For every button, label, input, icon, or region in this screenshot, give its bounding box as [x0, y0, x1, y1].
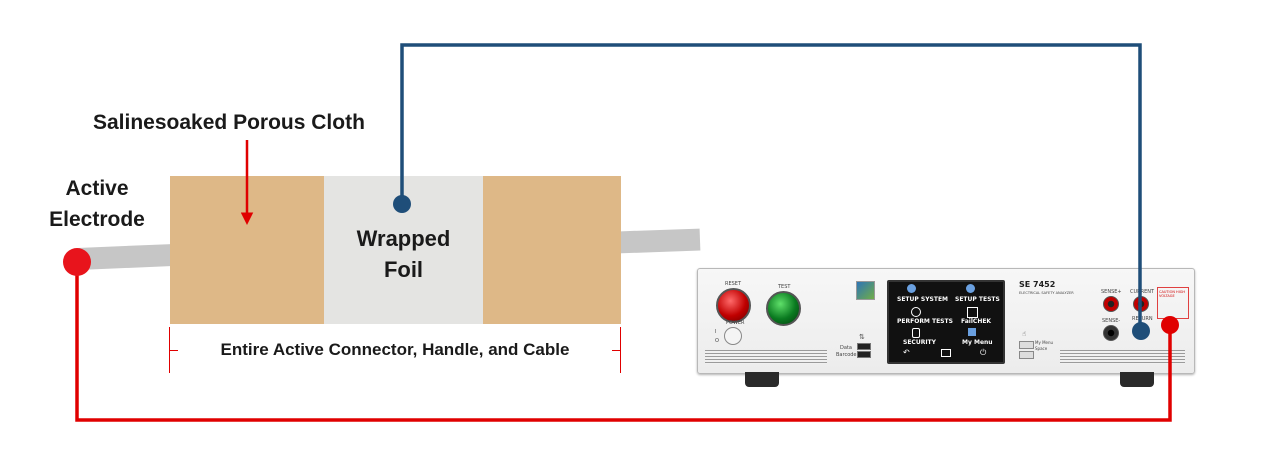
- electrode-label-line1: Active: [65, 177, 129, 200]
- screen-back-icon[interactable]: ↶: [903, 348, 910, 357]
- screen-icon-setup-tests: [966, 284, 975, 293]
- menu-key-2[interactable]: [1019, 351, 1034, 359]
- screen-power-icon[interactable]: ⏻: [980, 348, 987, 357]
- return-label: RETURN: [1132, 316, 1153, 322]
- model-subtitle: ELECTRICAL SAFETY ANALYZER: [1019, 291, 1074, 295]
- electrode-label-line2: Electrode: [49, 208, 145, 231]
- warning-text: CAUTION HIGH VOLTAGE: [1159, 290, 1186, 298]
- screen-item-setup-system[interactable]: SETUP SYSTEM: [897, 296, 949, 303]
- screen-item-failchek[interactable]: FailCHEK: [961, 318, 992, 325]
- vent-right: [1060, 350, 1185, 364]
- power-off-label: O: [715, 338, 719, 344]
- power-button[interactable]: [724, 327, 742, 345]
- cloth-label: Salinesoaked Porous Cloth: [93, 111, 365, 134]
- foil-label-line1: Wrapped: [356, 226, 451, 251]
- analyzer-foot-left: [745, 372, 779, 387]
- usb-barcode-label: Barcode: [836, 352, 857, 358]
- screen-icon-failchek: [967, 307, 978, 318]
- sense-plus-terminal[interactable]: [1103, 296, 1119, 312]
- sense-minus-label: SENSE-: [1102, 318, 1121, 324]
- screen-item-perform-tests[interactable]: PERFORM TESTS: [897, 318, 953, 325]
- power-label: POWER: [726, 320, 745, 326]
- cloth-right: [483, 176, 621, 324]
- test-label: TEST: [778, 284, 791, 290]
- screen-item-my-menu[interactable]: My Menu: [962, 339, 993, 346]
- hand-icon: ☝: [1022, 331, 1027, 338]
- usb-data-label: Data: [840, 345, 852, 351]
- rigel-logo: [856, 281, 875, 300]
- dimension-tick-left: [169, 327, 170, 373]
- analyzer-foot-right: [1120, 372, 1154, 387]
- return-connection-dot: [1132, 322, 1150, 340]
- active-electrode-dot: [63, 248, 91, 276]
- screen-item-setup-tests[interactable]: SETUP TESTS: [955, 296, 1000, 303]
- blue-wire: [400, 43, 1142, 330]
- menu-my-menu-label: My Menu: [1035, 340, 1054, 345]
- dimension-line-right: [612, 350, 620, 351]
- connector-label: Entire Active Connector, Handle, and Cab…: [220, 340, 570, 359]
- screen-icon-perform-tests: [911, 307, 921, 317]
- reset-label: RESET: [725, 281, 742, 287]
- model-label: SE 7452: [1019, 280, 1056, 289]
- sense-plus-label: SENSE+: [1101, 289, 1122, 295]
- screen-icon-setup-system: [907, 284, 916, 293]
- foil-label-line2: Foil: [383, 257, 424, 282]
- power-on-label: I: [715, 329, 717, 335]
- touch-screen[interactable]: [887, 280, 1005, 364]
- foil-connection-dot: [393, 195, 411, 213]
- sense-minus-terminal[interactable]: [1103, 325, 1119, 341]
- current-label: CURRENT: [1130, 289, 1155, 295]
- screen-camera-icon[interactable]: [941, 349, 951, 357]
- screen-icon-my-menu: [968, 328, 976, 336]
- usb-port-2[interactable]: [857, 351, 871, 358]
- vent-left: [705, 350, 827, 364]
- usb-port-1[interactable]: [857, 343, 871, 350]
- reset-button[interactable]: [716, 288, 751, 323]
- current-connection-dot: [1161, 316, 1179, 334]
- dimension-line-left: [170, 350, 178, 351]
- menu-space-label: Space: [1035, 346, 1048, 351]
- test-button[interactable]: [766, 291, 801, 326]
- menu-key-1[interactable]: [1019, 341, 1034, 349]
- usb-icon: ⇅: [859, 334, 865, 341]
- screen-icon-security: [912, 328, 920, 338]
- screen-item-security[interactable]: SECURITY: [903, 339, 936, 346]
- red-wire: [75, 262, 1172, 422]
- dimension-tick-right: [620, 327, 621, 373]
